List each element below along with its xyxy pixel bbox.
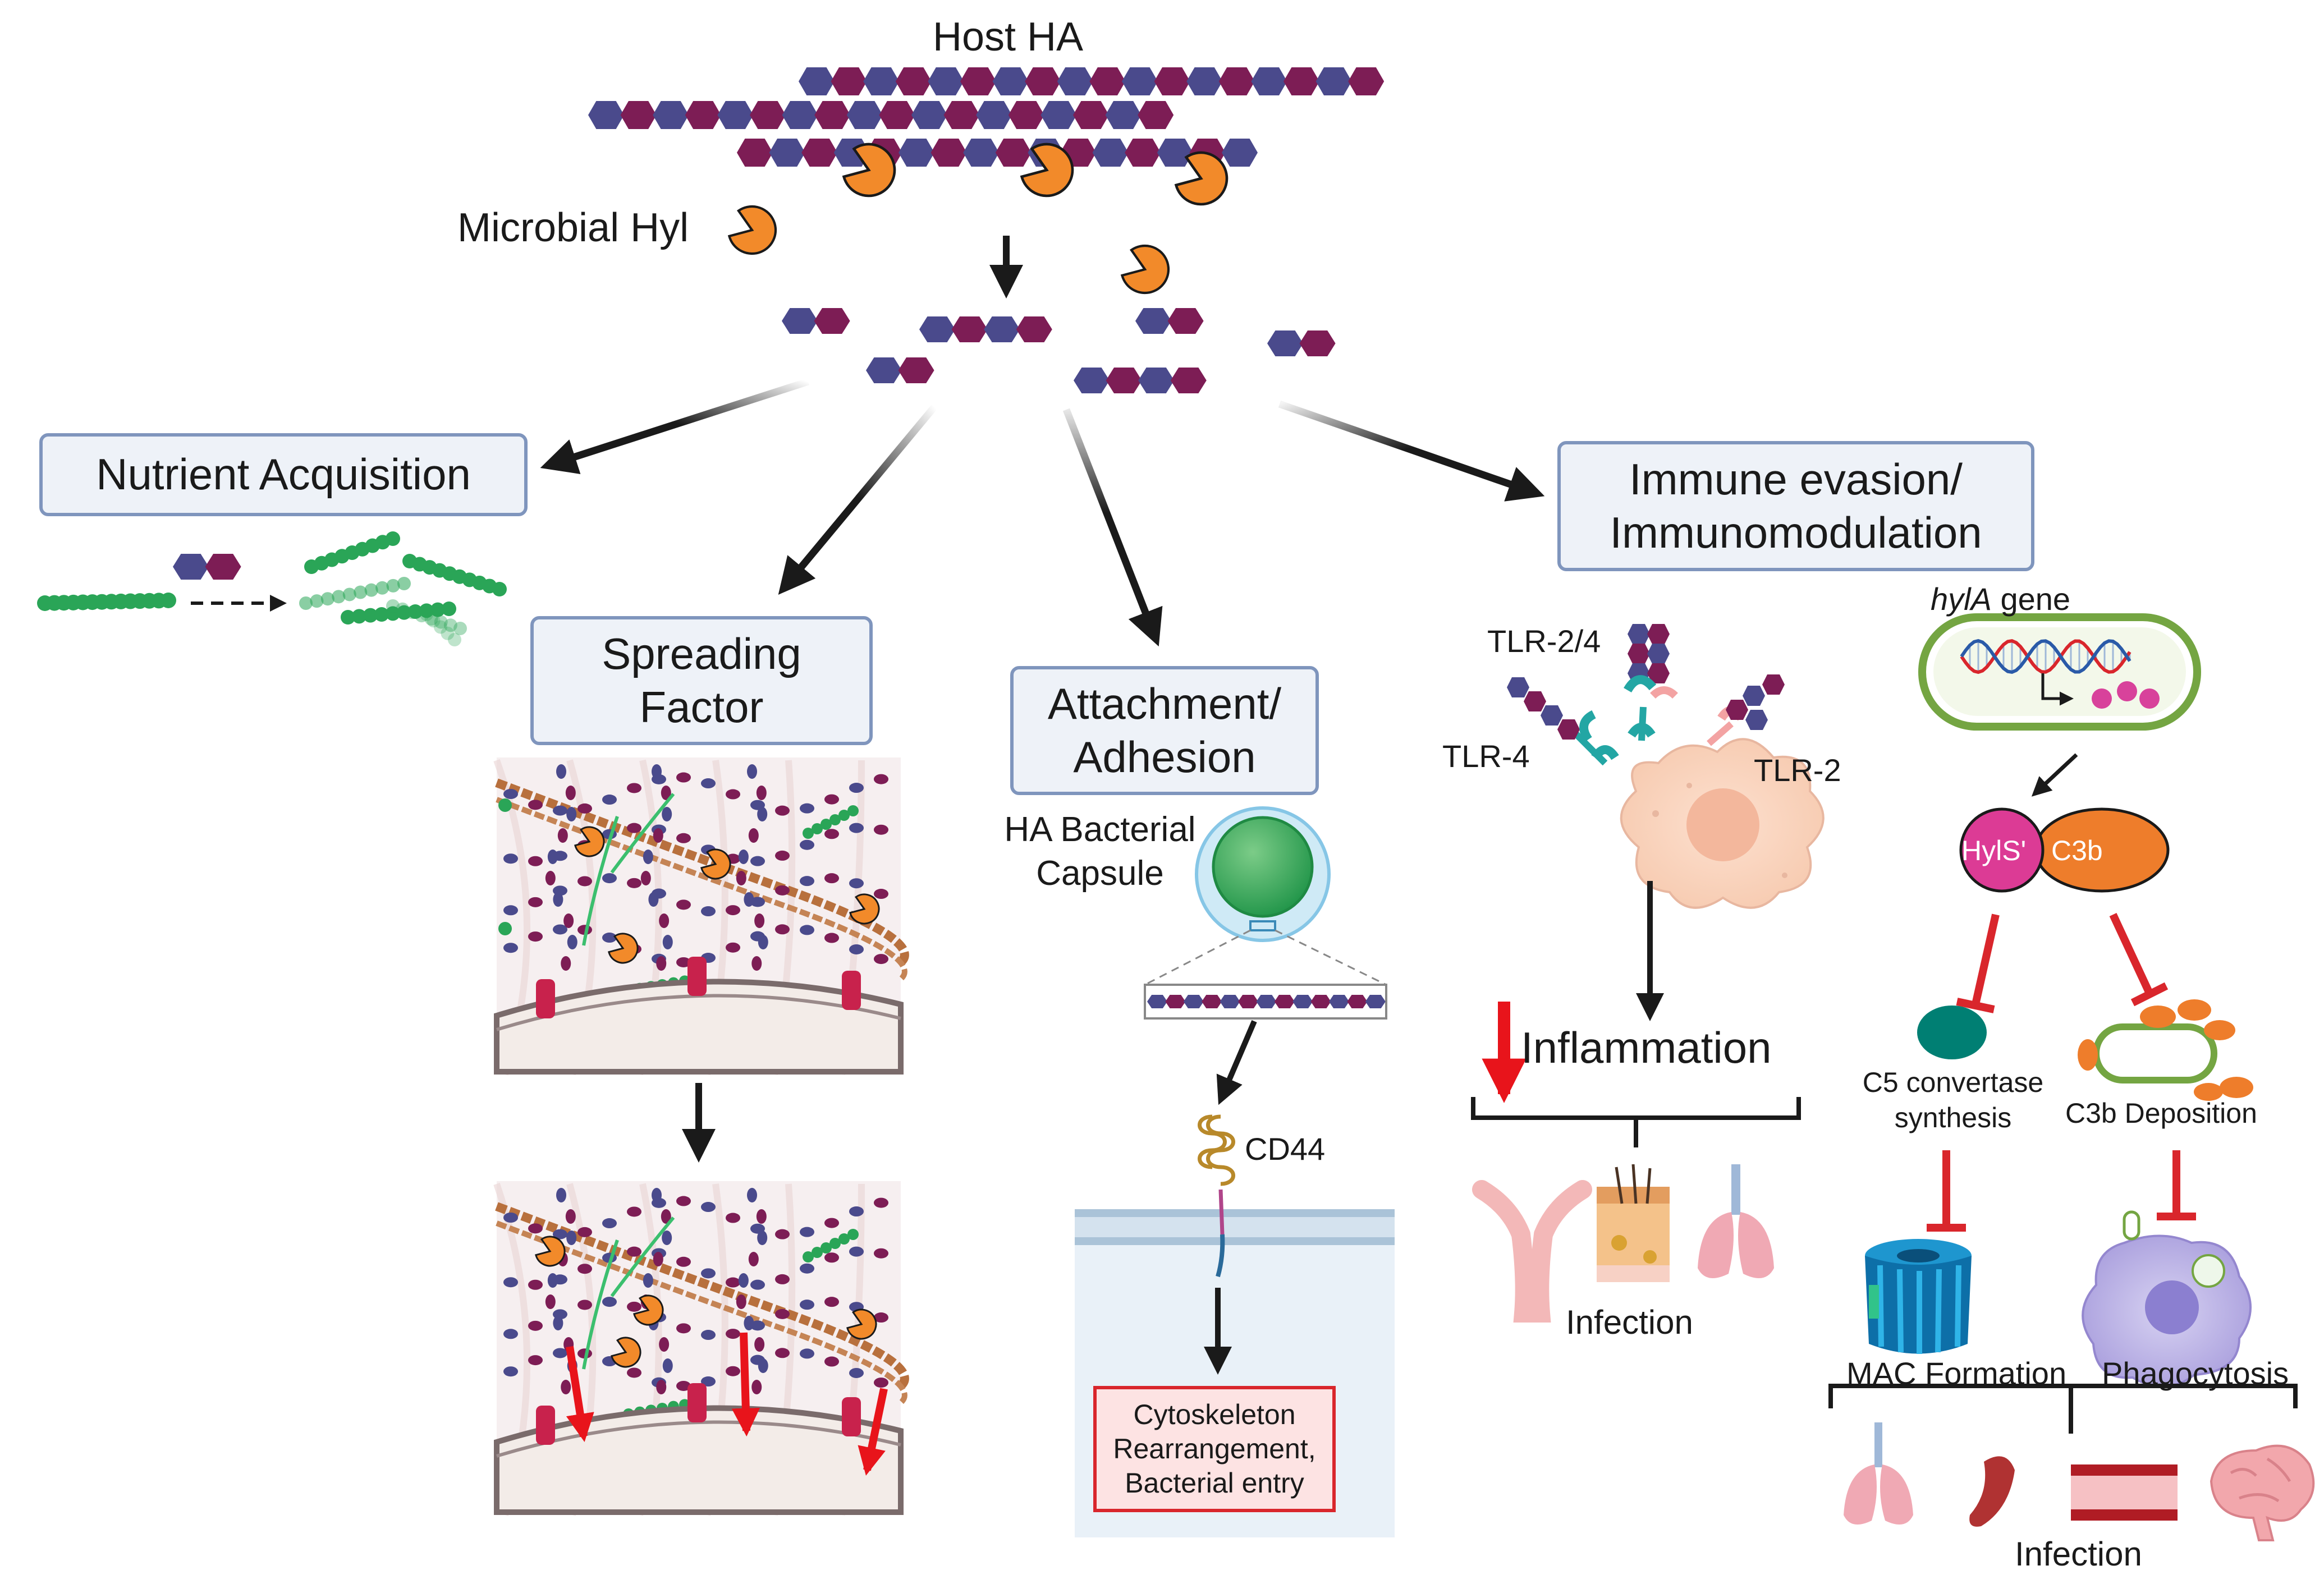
hyaluronidase-enzymes [727,143,1229,295]
tissue-panel-bottom [493,1181,909,1516]
mac-pore-icon [1865,1239,1972,1354]
ha-fragments [173,308,1336,580]
dna-helix [1960,639,2132,674]
cytoskeleton-line2: Rearrangement, [1113,1433,1316,1464]
cell-receptors [536,957,861,1018]
arrow-to-attachment [1062,408,1163,647]
c3b-deposition-bacterium [2078,999,2253,1101]
growing-bacteria-chains [299,531,507,646]
organ-icons-2 [1844,1422,2315,1541]
arrow-to-nutrient [540,378,809,474]
cytoskeleton-line3: Bacterial entry [1125,1467,1304,1499]
blood-vessel-icon [2071,1464,2178,1521]
inflammation-label: Inflammation [1521,1023,1772,1072]
cytoskeleton-line1: Cytoskeleton [1133,1399,1296,1430]
ha-capsule-line1: HA Bacterial [1004,810,1196,849]
infection-label-2: Infection [2015,1535,2142,1573]
host-ha-chains [588,67,1385,167]
spreading-factor-line1: Spreading [602,628,801,678]
infection-label-1: Infection [1566,1303,1693,1341]
inhibition-markers [1927,913,2196,1232]
lungs-icon-2 [1844,1422,1913,1525]
branch-arrows [540,378,1545,647]
tlr-4-label: TLR-4 [1442,738,1530,774]
tlr-2-label: TLR-2 [1754,752,1841,788]
arrow-to-immune [1278,400,1545,502]
hyls-c3b-complex [1959,807,2170,893]
attachment-box: Attachment/Adhesion [1010,666,1319,795]
hyls-label: HylS' [1961,835,2027,866]
nutrient-acquisition-illustration [37,531,507,646]
complement-bracket [1828,1384,2298,1434]
immune-line2: Immunomodulation [1610,508,1982,557]
hyla-gene-suffix: gene [1991,581,2071,617]
bacteria-chain [37,593,176,611]
nutrient-acquisition-label: Nutrient Acquisition [96,449,471,499]
brain-icon [2210,1444,2315,1541]
vessel-icon [1472,1180,1592,1323]
cd44-label: CD44 [1245,1131,1326,1167]
organ-icons-1 [1472,1164,1774,1323]
phagocyte-icon [2082,1210,2252,1388]
phagocytosis-label: Phagocytosis [2102,1356,2289,1391]
ha-capsule-chain [1147,995,1386,1008]
nutrient-acquisition-box: Nutrient Acquisition [39,433,528,516]
tissue-panel-top [493,757,909,1076]
inflammation-bracket [1471,1097,1801,1147]
hyla-gene-label: hylA gene [1931,581,2070,617]
lungs-icon [1698,1164,1774,1278]
spreading-factor-line2: Factor [639,682,764,732]
microbial-hyl-label: Microbial Hyl [457,205,689,250]
arrow-to-spreading [778,404,937,595]
mac-formation-label: MAC Formation [1846,1356,2067,1391]
gene-to-hyls-arrow [2031,753,2078,797]
invasion-arrows [566,1332,888,1476]
immune-line1: Immune evasion/ [1629,454,1963,504]
capsule-to-cd44-arrow [1216,1020,1257,1105]
hyla-gene-name: hylA [1931,581,1992,617]
ha-capsule-line2: Capsule [1036,853,1164,893]
bacterial-capsule [1144,806,1387,1020]
immune-cell [1620,738,1825,909]
tlr-2-4-label: TLR-2/4 [1487,623,1601,659]
immune-evasion-box: Immune evasion/Immunomodulation [1557,441,2034,571]
toll-like-receptors [1507,624,1785,766]
c3b-label: C3b [2051,835,2103,866]
bacterium-with-gene [1918,613,2201,731]
host-ha-label: Host HA [933,15,1084,59]
attachment-line1: Attachment/ [1047,678,1282,728]
c5-convertase [1917,1006,1987,1059]
c3b-deposition-label: C3b Deposition [2065,1098,2257,1129]
c5-line1: C5 convertase [1862,1067,2044,1098]
spleen-icon [1969,1456,2015,1527]
attachment-line2: Adhesion [1073,732,1256,782]
skin-icon [1597,1164,1670,1282]
c5-line2: synthesis [1894,1101,2012,1133]
cd44-receptor [1198,1114,1235,1278]
